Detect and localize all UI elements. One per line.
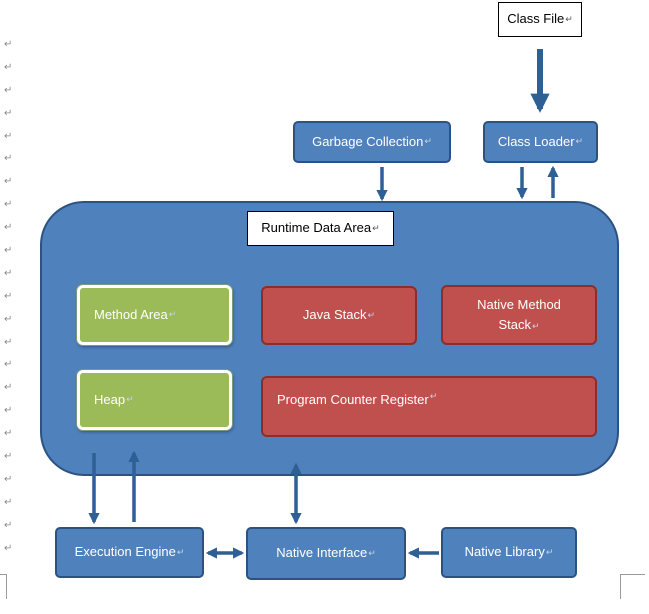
paragraph-mark: ↵ bbox=[4, 130, 13, 142]
garbage-collection-box: Garbage Collection↵ bbox=[293, 121, 451, 163]
method-area-label: Method Area bbox=[94, 306, 168, 322]
native-method-stack-box: Native Method Stack↵ bbox=[441, 285, 597, 345]
heap-box: Heap↵ bbox=[77, 370, 232, 430]
java-stack-label: Java Stack bbox=[302, 307, 367, 323]
program-counter-register-box: Program Counter Register↵ bbox=[261, 376, 597, 437]
paragraph-mark: ↵ bbox=[4, 245, 13, 257]
paragraph-marks: ↵ ↵ ↵ ↵ ↵ ↵ ↵ ↵ ↵ ↵ ↵ ↵ ↵ ↵ ↵ ↵ ↵ ↵ ↵ ↵ ↵ ↵ ↵ bbox=[4, 34, 18, 560]
runtime-data-area-label: Runtime Data Area bbox=[261, 220, 372, 236]
paragraph-mark: ↵ bbox=[4, 336, 13, 348]
heap-label: Heap bbox=[94, 391, 126, 407]
class-loader-label: Class Loader bbox=[497, 133, 575, 149]
paragraph-mark: ↵ bbox=[4, 519, 13, 531]
paragraph-mark: ↵ bbox=[4, 542, 13, 554]
paragraph-mark: ↵ bbox=[4, 428, 13, 440]
paragraph-mark: ↵ bbox=[4, 496, 13, 508]
execution-engine-box: Execution Engine↵ bbox=[55, 527, 204, 578]
paragraph-mark: ↵ bbox=[4, 199, 13, 211]
paragraph-mark: ↵ bbox=[4, 382, 13, 394]
native-interface-label: Native Interface bbox=[276, 545, 368, 561]
native-library-label: Native Library bbox=[464, 544, 545, 560]
paragraph-mark: ↵ bbox=[4, 359, 13, 371]
paragraph-mark: ↵ bbox=[4, 153, 13, 165]
class-file-box: Class File↵ bbox=[498, 2, 582, 37]
paragraph-mark: ↵ bbox=[4, 290, 13, 302]
paragraph-mark: ↵ bbox=[4, 473, 13, 485]
page-corner-mark-left bbox=[0, 574, 7, 599]
method-area-box: Method Area↵ bbox=[77, 285, 232, 345]
paragraph-mark: ↵ bbox=[4, 405, 13, 417]
native-library-box: Native Library↵ bbox=[441, 527, 577, 578]
class-loader-box: Class Loader↵ bbox=[483, 121, 598, 163]
native-method-stack-label-line1: Native Method bbox=[477, 296, 561, 312]
garbage-collection-label: Garbage Collection bbox=[312, 133, 424, 149]
program-counter-register-label: Program Counter Register bbox=[277, 392, 429, 407]
paragraph-mark: ↵ bbox=[4, 176, 13, 188]
page-corner-mark-right bbox=[620, 574, 645, 599]
runtime-data-area-title: Runtime Data Area↵ bbox=[247, 211, 394, 246]
paragraph-mark: ↵ bbox=[4, 267, 13, 279]
paragraph-mark: ↵ bbox=[4, 222, 13, 234]
paragraph-mark: ↵ bbox=[4, 61, 13, 73]
paragraph-mark: ↵ bbox=[4, 107, 13, 119]
class-file-label: Class File bbox=[507, 11, 565, 27]
execution-engine-label: Execution Engine bbox=[74, 544, 176, 560]
paragraph-mark: ↵ bbox=[4, 451, 13, 463]
paragraph-mark: ↵ bbox=[4, 39, 13, 50]
paragraph-mark: ↵ bbox=[4, 84, 13, 96]
native-interface-box: Native Interface↵ bbox=[246, 527, 406, 580]
native-method-stack-label-line2: Stack bbox=[498, 317, 531, 332]
paragraph-mark: ↵ bbox=[4, 313, 13, 325]
java-stack-box: Java Stack↵ bbox=[261, 286, 417, 345]
